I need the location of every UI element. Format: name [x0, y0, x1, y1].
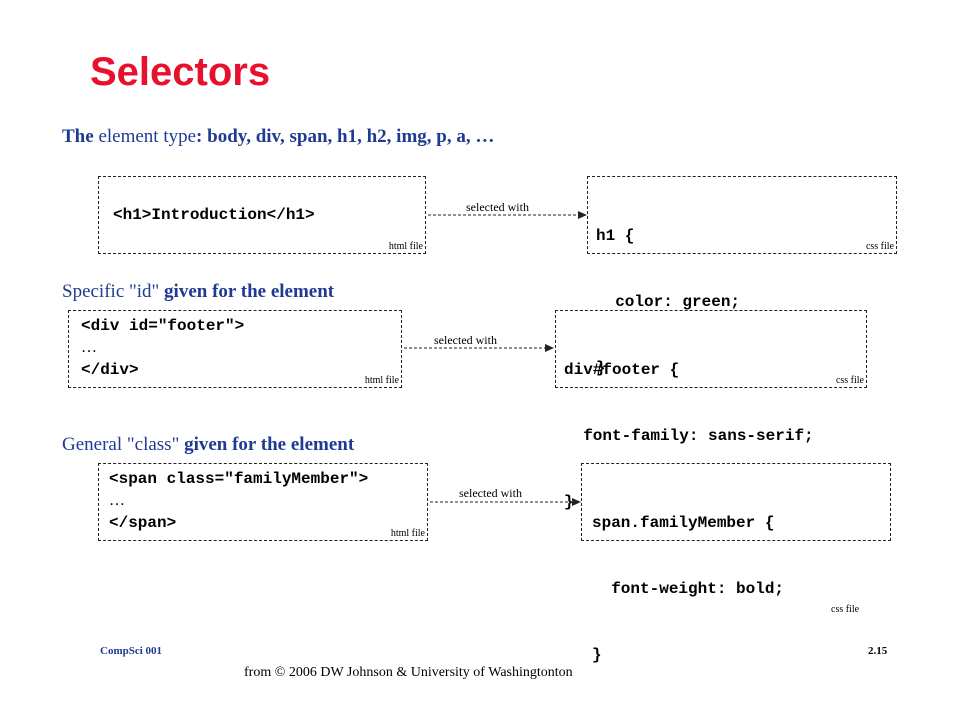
- html-file-label: html file: [390, 528, 425, 539]
- html-file-box-3: <span class="familyMember"> … </span> ht…: [98, 463, 428, 541]
- arrow-3: [430, 498, 581, 506]
- css-line: h1 {: [596, 227, 635, 245]
- selected-with-label-3: selected with: [459, 486, 522, 500]
- heading-rest: : body, div, span, h1, h2, img, p, a, …: [196, 126, 495, 147]
- html-file-box-2: <div id="footer"> … </div> html file: [68, 310, 402, 388]
- css-file-label: css file: [865, 241, 894, 252]
- css-file-label: css file: [835, 375, 864, 386]
- section-heading-class: General "class" given for the element: [62, 434, 354, 456]
- heading-lead: The: [62, 126, 94, 147]
- html-code-ellipsis: …: [109, 492, 125, 509]
- css-code-class: span.familyMember { font-weight: bold; }: [592, 468, 784, 710]
- html-code-div-close: </div>: [81, 361, 139, 379]
- selected-with-label-1: selected with: [466, 200, 529, 214]
- css-file-label-stray: css file: [831, 604, 860, 615]
- css-line: font-family: sans-serif;: [564, 427, 814, 445]
- heading-normal: element type: [93, 126, 197, 147]
- html-code-div-open: <div id="footer">: [81, 317, 245, 335]
- css-file-box-2: div#footer { font-family: sans-serif; } …: [555, 310, 867, 511]
- selected-with-label-2: selected with: [434, 333, 497, 347]
- html-code-h1: <h1>Introduction</h1>: [113, 206, 315, 224]
- html-file-label: html file: [364, 375, 399, 386]
- heading-normal: General "class": [62, 434, 180, 455]
- slide-number: 2.15: [868, 645, 888, 657]
- html-file-label: html file: [388, 241, 423, 252]
- section-heading-id: Specific "id" given for the element: [62, 281, 334, 303]
- credit-line: from © 2006 DW Johnson & University of W…: [244, 665, 573, 680]
- html-file-box-1: <h1>Introduction</h1> html file: [98, 176, 426, 254]
- html-code-span-open: <span class="familyMember">: [109, 470, 369, 488]
- course-name: CompSci 001: [100, 645, 163, 657]
- arrow-2: [404, 344, 554, 352]
- css-line: font-weight: bold;: [592, 580, 785, 598]
- css-code-footer: div#footer { font-family: sans-serif; }: [564, 315, 814, 557]
- heading-bold: given for the element: [179, 434, 355, 455]
- arrow-1: [428, 211, 587, 219]
- css-line: span.familyMember {: [592, 514, 775, 532]
- css-line: }: [564, 493, 574, 511]
- heading-bold: given for the element: [159, 281, 335, 302]
- section-heading-element-type: The element type: body, div, span, h1, h…: [62, 126, 494, 148]
- html-code-ellipsis: …: [81, 339, 97, 356]
- css-line: color: green;: [596, 293, 741, 311]
- html-code-span-close: </span>: [109, 514, 177, 532]
- css-file-box-3: span.familyMember { font-weight: bold; }: [581, 463, 891, 664]
- css-line: div#footer {: [564, 361, 680, 379]
- heading-normal: Specific "id": [62, 281, 160, 302]
- css-line: }: [592, 646, 602, 664]
- css-file-box-1: h1 { color: green; } css file: [587, 176, 897, 377]
- slide-title: Selectors: [90, 50, 271, 94]
- css-line: }: [596, 359, 606, 377]
- css-code-h1: h1 { color: green; }: [596, 181, 740, 423]
